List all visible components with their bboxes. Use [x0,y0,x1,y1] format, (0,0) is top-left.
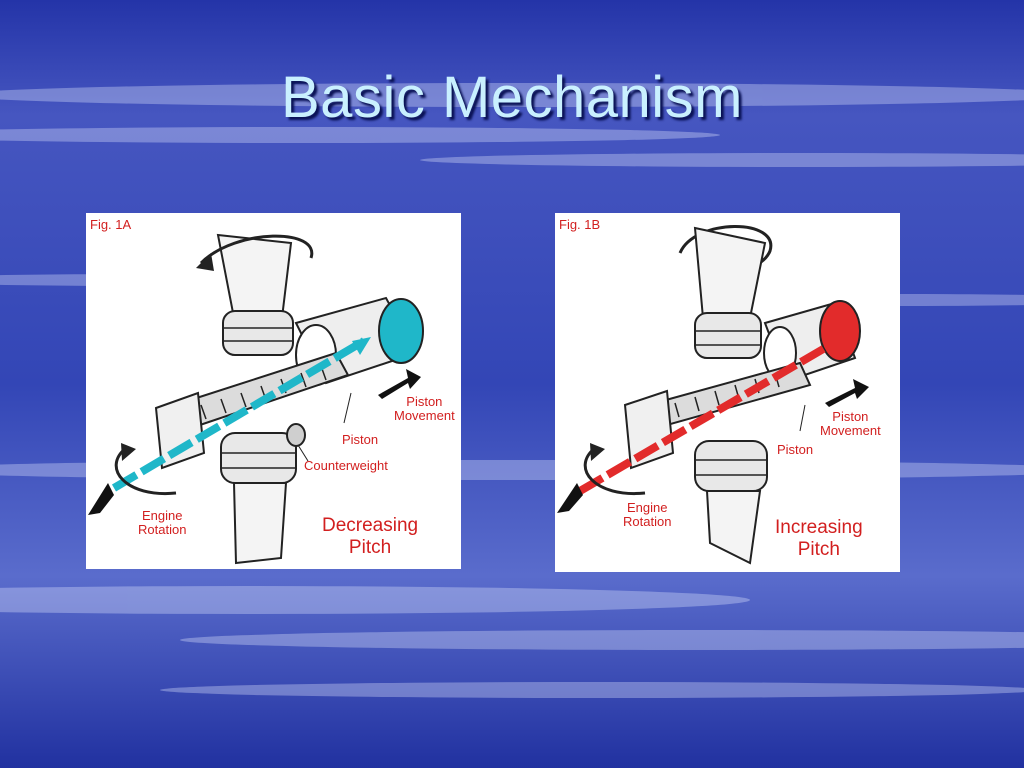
piston-label-1b: Piston [777,442,814,457]
figure-1b-label: Fig. 1B [559,217,601,232]
figure-1b: Fig. 1B Piston Movement Piston Engine Ro… [555,213,900,572]
figure-1b-illustration [557,225,869,565]
piston-movement-label-1b: Piston Movement [820,409,881,438]
figure-1a: Fig. 1A Piston Movement Piston Counterwe… [86,213,461,569]
pitch-label-1a: Decreasing Pitch [322,515,419,558]
engine-rotation-label-1b: Engine Rotation [623,500,672,529]
figure-1a-illustration [88,233,424,565]
figure-1a-label: Fig. 1A [90,217,132,232]
piston-label-1a: Piston [342,432,379,447]
engine-rotation-label-1a: Engine Rotation [138,508,187,537]
piston-movement-label-1a: Piston Movement [394,394,455,423]
counterweight-label-1a: Counterweight [304,458,388,473]
slide-title: Basic Mechanism [281,65,743,130]
pitch-label-1b: Increasing Pitch [775,517,863,560]
